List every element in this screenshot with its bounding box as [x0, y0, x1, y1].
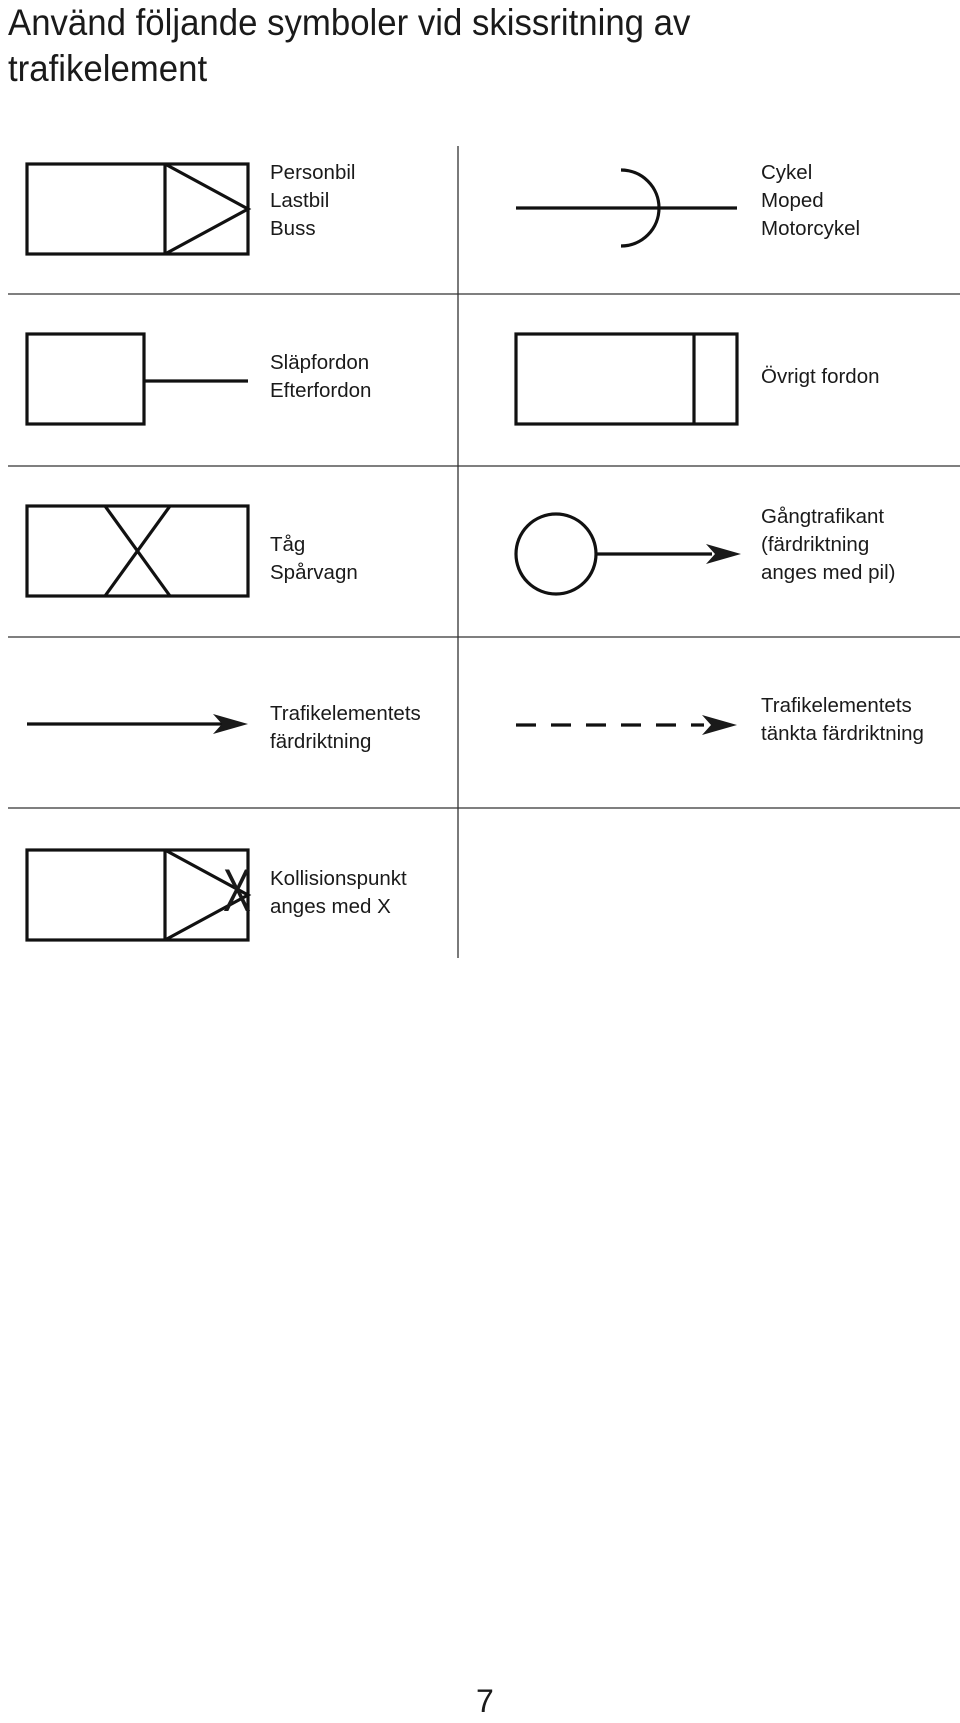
legend-label-pedestrian: Gångtrafikant (färdriktning anges med pi… — [761, 505, 896, 584]
legend-label-collision: Kollisionspunkt anges med X — [270, 867, 407, 918]
page-title: Använd följande symboler vid skissritnin… — [8, 2, 691, 89]
legend-label-bike: Cykel Moped Motorcykel — [761, 161, 861, 240]
legend-label-direction: Trafikelementets färdriktning — [270, 702, 421, 753]
legend-label-intended: Trafikelementets tänkta färdriktning — [761, 694, 924, 745]
collision-x-icon — [25, 848, 252, 942]
vehicle-box-icon — [25, 162, 252, 256]
bicycle-symbol-icon — [516, 168, 737, 248]
trailer-icon — [25, 332, 248, 426]
legend-label-car: Personbil Lastbil Buss — [270, 161, 356, 240]
collision-marker: X — [223, 857, 252, 924]
dashed-arrow-icon — [516, 715, 737, 735]
legend-label-train: Tåg Spårvagn — [270, 533, 358, 584]
legend-label-trailer: Släpfordon Efterfordon — [270, 351, 372, 402]
grid-lines — [8, 146, 960, 958]
other-vehicle-icon — [514, 332, 739, 426]
train-icon — [25, 504, 250, 598]
legend-label-other: Övrigt fordon — [761, 365, 880, 388]
pedestrian-arrow-icon — [514, 512, 741, 596]
solid-arrow-icon — [27, 714, 248, 734]
page-number: 7 — [476, 1683, 494, 1719]
